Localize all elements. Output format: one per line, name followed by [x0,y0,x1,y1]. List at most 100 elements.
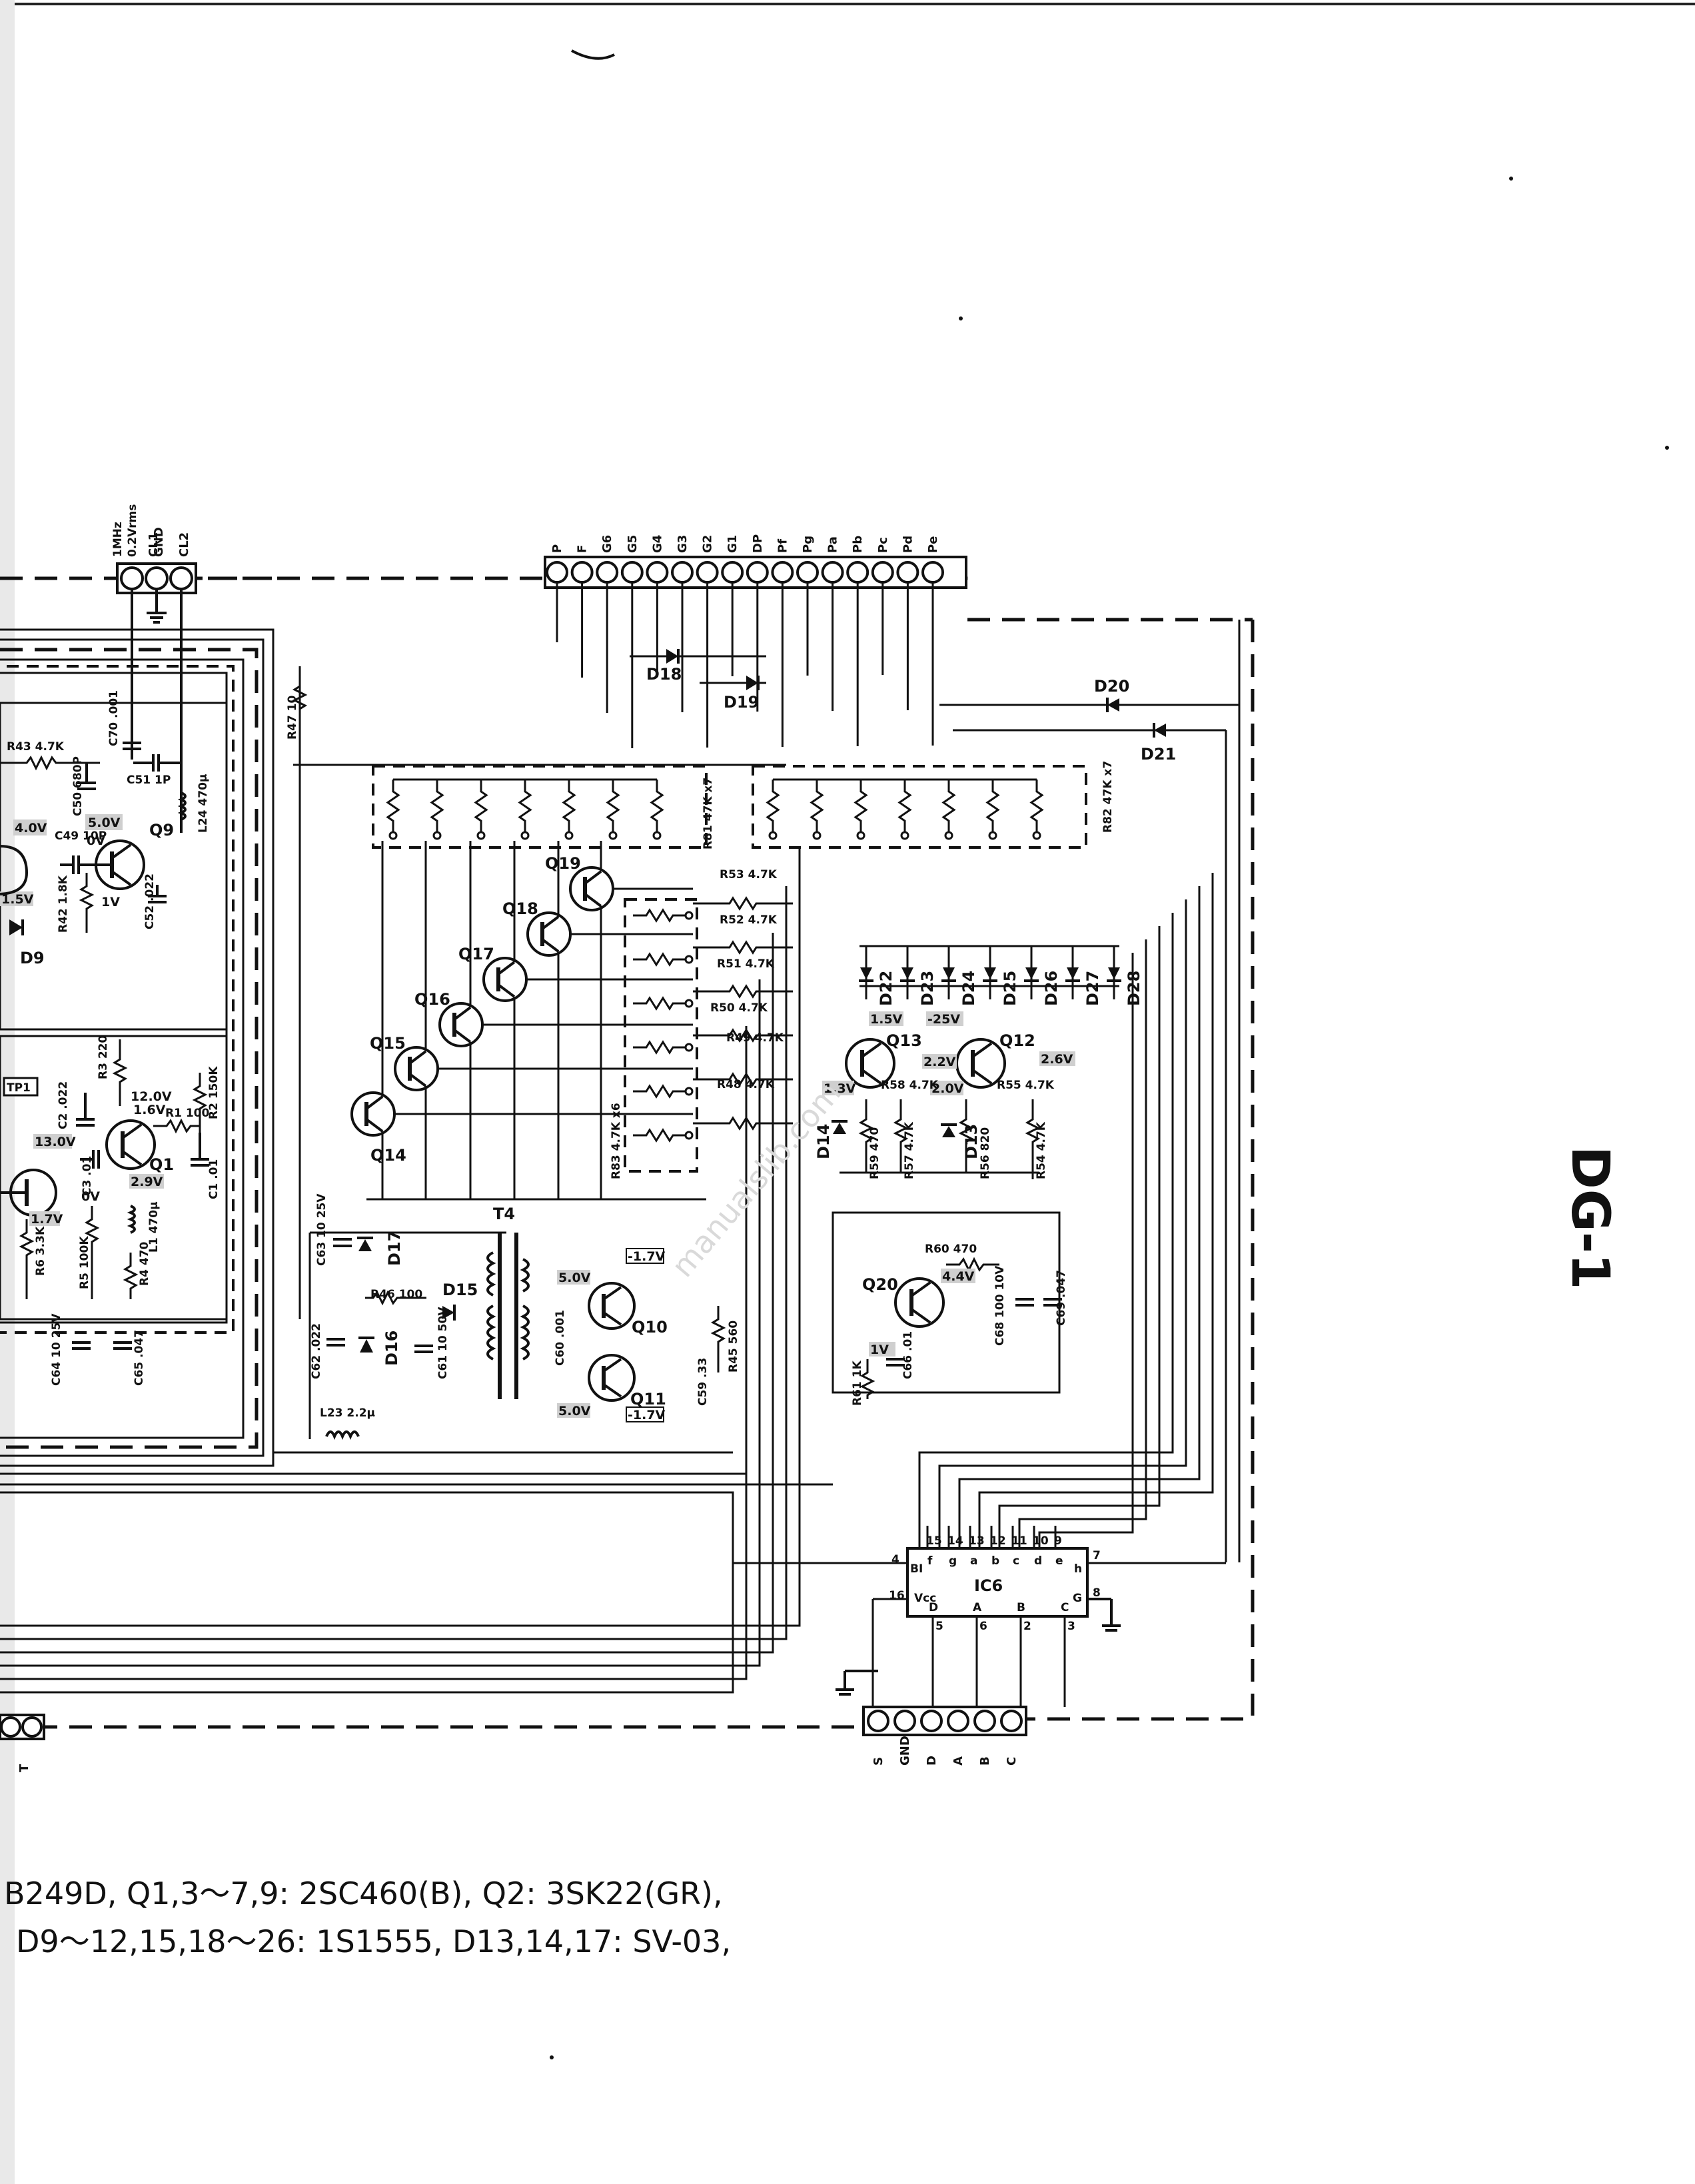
transistor-collector [541,915,560,930]
r5-label: R5 100K [78,1236,91,1289]
ic-pin-g-num: 8 [1093,1586,1101,1600]
junction [564,831,574,840]
left-pin-t: T [17,1764,31,1772]
r58-label: R58 4.7K [881,1079,939,1092]
transistor-collector [453,1006,472,1021]
ic-pin-number: 12 [990,1534,1006,1548]
ic-pin-name: d [1034,1554,1042,1568]
voltage-q10-b: -1.7V [628,1249,666,1264]
ic-pin-vcc-num: 16 [889,1589,905,1602]
top-pin-cl1: CL1 [147,532,161,557]
resistor [853,780,868,833]
junction [432,831,442,840]
r50-label: R50 4.7K [710,1001,768,1015]
ic-pin-bi-num: 4 [891,1553,899,1566]
c62-label: C62 .022 [310,1323,323,1379]
q11-label: Q11 [630,1390,666,1408]
voltage-q13-e: 2.2V [923,1055,956,1069]
ic-pin-name: C [1061,1601,1069,1614]
q12-label: Q12 [999,1031,1035,1050]
diode-label: D23 [918,971,937,1006]
top-connector: 1MHz 0.2Vrms CL1 GND CL2 [111,504,197,624]
c60-label: C60 .001 [554,1310,567,1366]
ic-pin-vcc: Vcc [914,1592,936,1605]
voltage-q9-x: 1V [101,895,120,909]
r57-label: R57 4.7K [903,1121,916,1179]
ic-pin-name: g [949,1554,957,1568]
junction [944,831,953,840]
resistor [1029,780,1044,833]
ic-pin-name: D [929,1601,938,1614]
c59-label: C59 .33 [696,1358,710,1406]
parts-note-2: D9～12,15,18～26: 1S1555, D13,14,17: SV-03… [16,1923,731,1959]
top-pin-cl2: CL2 [177,532,191,557]
voltage-q1-b: 1.6V [133,1103,166,1117]
ic-pin-name: a [970,1554,977,1568]
ic-pin-name: e [1055,1554,1063,1568]
resistor [606,780,620,833]
r51-label: R51 4.7K [717,957,775,971]
display-pin-label: Pb [851,536,865,553]
transistor-collector [408,1050,427,1065]
bottom-pin-label: GND [898,1736,912,1766]
ic-pin-name: f [927,1554,933,1568]
voltage-q9-e: 0V [87,833,105,848]
resistor [693,984,793,999]
r4-label: R4 470 [138,1242,151,1286]
voltage-q1-e: 2.9V [131,1175,163,1189]
junction [476,831,486,840]
r49-label: R49 4.7K [726,1031,784,1045]
display-pin-label: G5 [626,535,640,553]
l23-label: L23 2.2µ [320,1406,375,1420]
voltage-q11-a: 5.0V [558,1404,591,1418]
resistor [518,780,532,833]
resistor [633,1084,686,1099]
r45-label: R45 560 [727,1321,740,1372]
junction [768,831,778,840]
r43-label: R43 4.7K [7,740,65,754]
ic-pin-number: 13 [969,1534,985,1548]
transistor-emitter [584,893,602,907]
resistor [693,896,793,911]
transistor-symbol [438,1002,484,1047]
ic6-label: IC6 [974,1576,1003,1595]
c3-label: C3 .01 [81,1156,94,1196]
c63-label: C63 10 25V [315,1193,328,1266]
junction [684,911,694,920]
ic-pin-number: 10 [1033,1534,1049,1548]
display-pin-label: Pd [901,536,915,553]
display-pin-label: Pa [826,536,840,553]
junction [608,831,618,840]
junction [812,831,822,840]
r60-label: R60 470 [925,1243,977,1256]
d16-label: D16 [382,1331,401,1366]
q10-label: Q10 [632,1318,668,1337]
d20-label: D20 [1094,677,1129,696]
display-pin-label: Pc [876,537,890,553]
transistor-symbol [569,866,614,911]
diode-label: D27 [1083,971,1102,1006]
d19-label: D19 [724,693,759,712]
resistor [562,780,576,833]
svg-text:TP1: TP1 [7,1081,31,1095]
display-pin-label: Pe [926,536,940,553]
bus-wires [0,846,1214,1694]
ic-pin-number: 5 [935,1620,943,1633]
junction [684,999,694,1008]
q12-q13-section: Q13 Q12 1.5V -25V 2.2V 1.3V 2.6V 2.0V R5… [814,1011,1075,1179]
voltage-q2-b: 0V [81,1189,100,1204]
resistor [810,780,824,833]
transistor-label: Q19 [545,854,581,873]
c2-label: C2 .022 [57,1081,70,1129]
junction [684,1131,694,1140]
junction [900,831,909,840]
q20-label: Q20 [862,1275,898,1294]
transistor-symbol [482,957,528,1002]
voltage-q12-b: 2.0V [931,1081,964,1096]
resistor [985,780,1000,833]
resistor [430,780,444,833]
transistor-label: Q15 [370,1034,406,1053]
